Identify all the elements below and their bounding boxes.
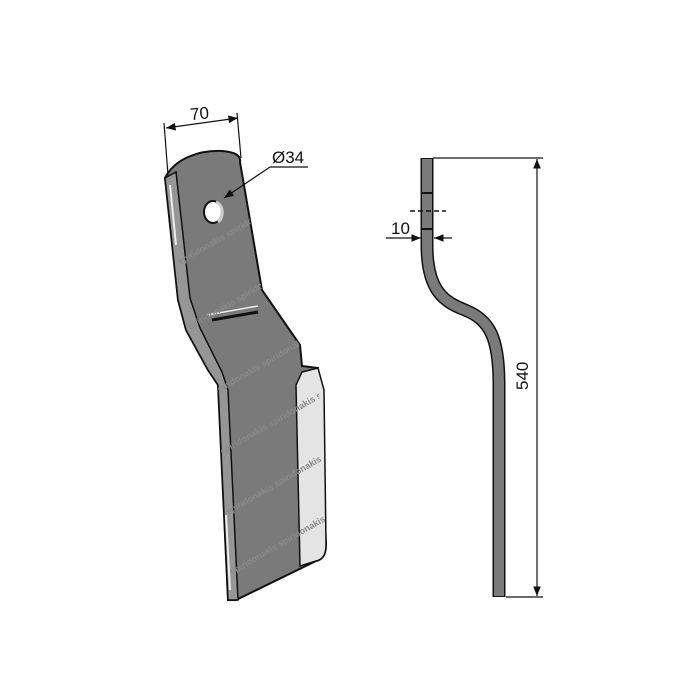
side-profile-outline [420, 158, 506, 597]
thickness-label: 10 [391, 219, 410, 238]
hole-leader-line [223, 166, 271, 199]
highlight [225, 514, 231, 591]
hole-bevel [215, 200, 224, 224]
blade-front-view: spiridonakis spiridonakis spiridonakis s… [163, 103, 328, 601]
side-profile [422, 159, 504, 596]
cutting-bevel [295, 367, 327, 568]
width-dimension-line [165, 115, 239, 131]
slot-highlight [206, 305, 259, 316]
length-label: 540 [513, 362, 532, 390]
extension-line [236, 112, 242, 159]
blade-side-view: 10 540 [386, 157, 543, 598]
width-label: 70 [189, 103, 210, 124]
slot [211, 310, 259, 322]
blade-side-face [164, 170, 239, 601]
highlight [169, 184, 177, 246]
hole-diameter-label: Ø34 [272, 148, 304, 167]
extension-line [163, 122, 169, 176]
